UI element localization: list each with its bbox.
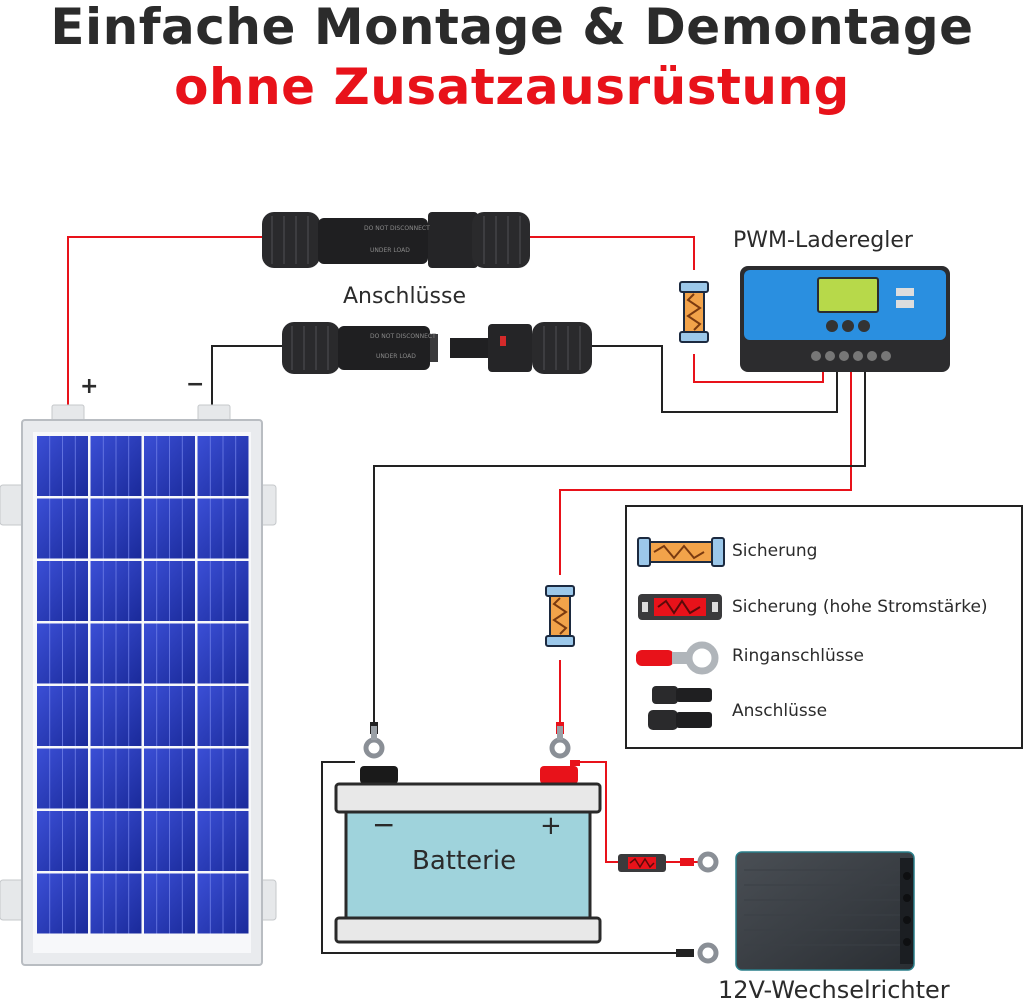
- inverter-ring-positive: [680, 851, 719, 873]
- fuse-controller: [679, 281, 709, 343]
- battery: − +: [334, 760, 602, 944]
- high-current-fuse: [618, 854, 666, 872]
- title-line-2: ohne Zusatzausrüstung: [174, 58, 850, 116]
- connector-print: UNDER LOAD: [376, 353, 416, 360]
- high-current-fuse-icon: [638, 594, 722, 620]
- legend-item-high-current-fuse: Sicherung (hohe Stromstärke): [732, 597, 988, 617]
- connector-print: UNDER LOAD: [370, 247, 410, 254]
- panel-plus-label: +: [80, 374, 99, 399]
- pwm-charge-controller: [740, 266, 950, 372]
- panel-minus-label: −: [186, 372, 205, 397]
- ring-terminal-negative: [366, 722, 382, 756]
- inverter-label: 12V-Wechselrichter: [718, 976, 950, 1004]
- battery-minus-label: −: [372, 808, 395, 841]
- battery-plus-label: +: [540, 811, 562, 841]
- fuse-battery: [545, 585, 575, 647]
- ring-terminal-icon: [636, 641, 719, 675]
- title-line-1: Einfache Montage & Demontage: [50, 0, 974, 56]
- connectors-label: Anschlüsse: [343, 284, 467, 309]
- legend-item-fuse: Sicherung: [732, 541, 818, 561]
- connector-print: DO NOT DISCONNECT: [364, 225, 430, 232]
- inverter-ring-negative: [676, 942, 719, 964]
- solar-panel: [0, 404, 277, 966]
- legend-item-ring-terminal: Ringanschlüsse: [732, 646, 864, 666]
- negative-wires: [211, 345, 866, 954]
- legend: [625, 505, 1023, 749]
- mc4-connector-icon: [648, 686, 712, 730]
- controller-label: PWM-Laderegler: [733, 228, 913, 253]
- inverter: [735, 851, 915, 971]
- connector-print: DO NOT DISCONNECT: [370, 333, 436, 340]
- battery-label: Batterie: [412, 846, 517, 876]
- fuse-icon: [637, 537, 725, 567]
- legend-item-connectors: Anschlüsse: [732, 701, 828, 721]
- ring-terminal-positive: [552, 722, 568, 756]
- mc4-connector-pair-negative: DO NOT DISCONNECT UNDER LOAD: [282, 322, 592, 374]
- mc4-connector-pair-positive: DO NOT DISCONNECT UNDER LOAD: [262, 212, 530, 268]
